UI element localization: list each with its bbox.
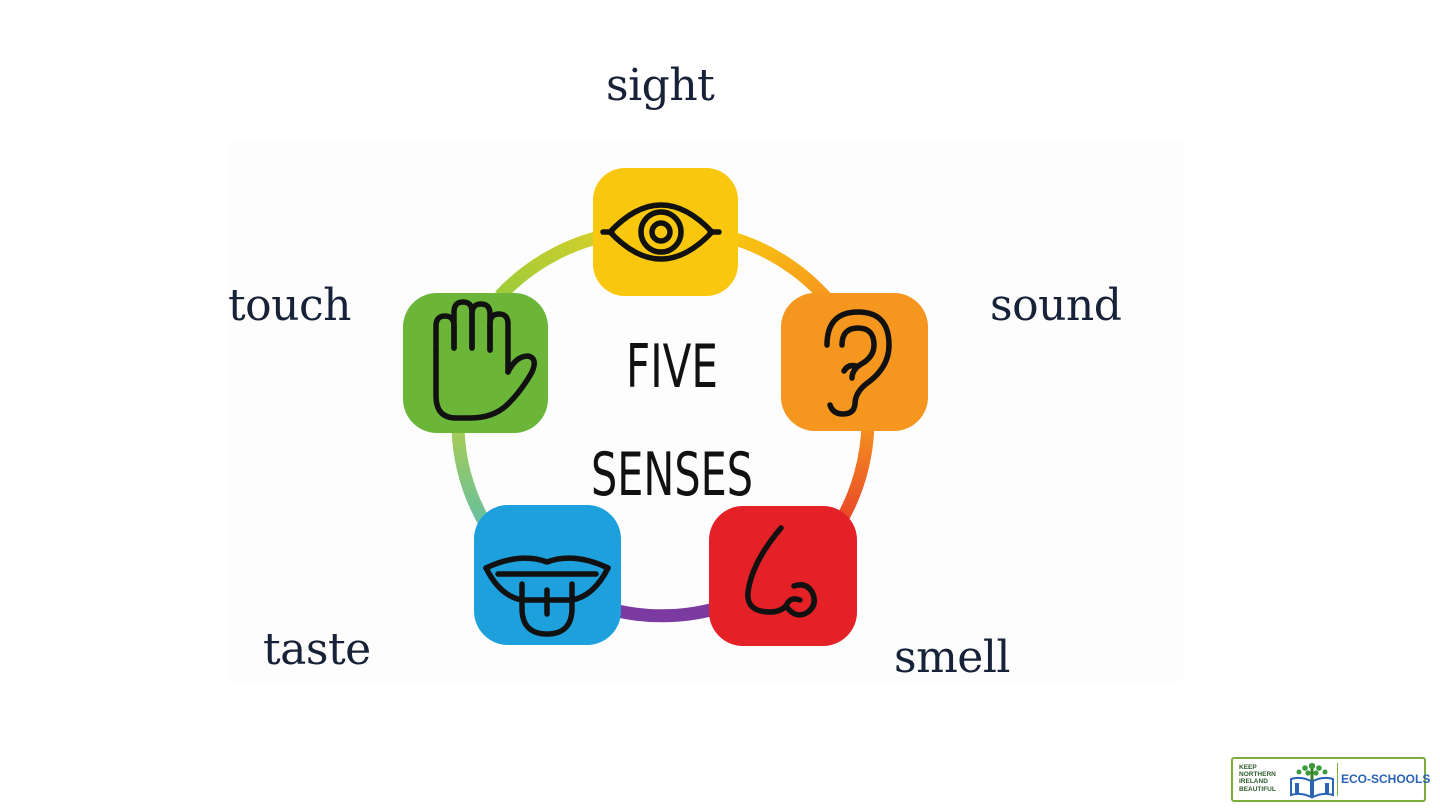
sound-tile	[781, 293, 928, 431]
ring-segment-touch-sight	[495, 229, 606, 301]
ear-icon	[824, 309, 892, 417]
sight-tile	[593, 168, 738, 296]
sense-label-touch: touch	[228, 280, 352, 331]
sense-label-taste: taste	[263, 624, 371, 675]
center-title-line1: FIVE	[626, 332, 718, 402]
logo-org-name: KEEP NORTHERN IRELAND BEAUTIFUL	[1239, 764, 1289, 793]
ring-segment-sight-sound	[723, 229, 833, 305]
taste-tile	[474, 505, 621, 645]
logo-org-line: IRELAND	[1239, 778, 1268, 786]
logo-org-line: KEEP	[1239, 764, 1257, 771]
nose-icon	[745, 525, 817, 618]
ring-segment-sound-smell	[832, 419, 875, 530]
center-title-line2: SENSES	[591, 440, 753, 510]
logo-divider	[1337, 763, 1338, 796]
sense-label-sight: sight	[606, 60, 715, 111]
eye-icon	[600, 202, 722, 262]
smell-tile	[709, 506, 857, 646]
hand-icon	[433, 299, 537, 421]
tree-book-icon	[1290, 762, 1334, 799]
ring-segment-taste-touch	[451, 429, 492, 529]
logo-org-line: BEAUTIFUL	[1239, 785, 1276, 793]
logo-org-line: NORTHERN	[1239, 771, 1276, 779]
tongue-icon	[483, 555, 611, 637]
ring-segment-smell-taste	[604, 601, 720, 623]
eco-schools-logo: KEEP NORTHERN IRELAND BEAUTIFUL ECO-SCHO…	[1231, 757, 1430, 802]
touch-tile	[403, 293, 548, 433]
sense-label-sound: sound	[990, 280, 1122, 331]
sense-label-smell: smell	[894, 632, 1011, 683]
logo-eco-schools-text: ECO-SCHOOLS	[1341, 772, 1431, 786]
